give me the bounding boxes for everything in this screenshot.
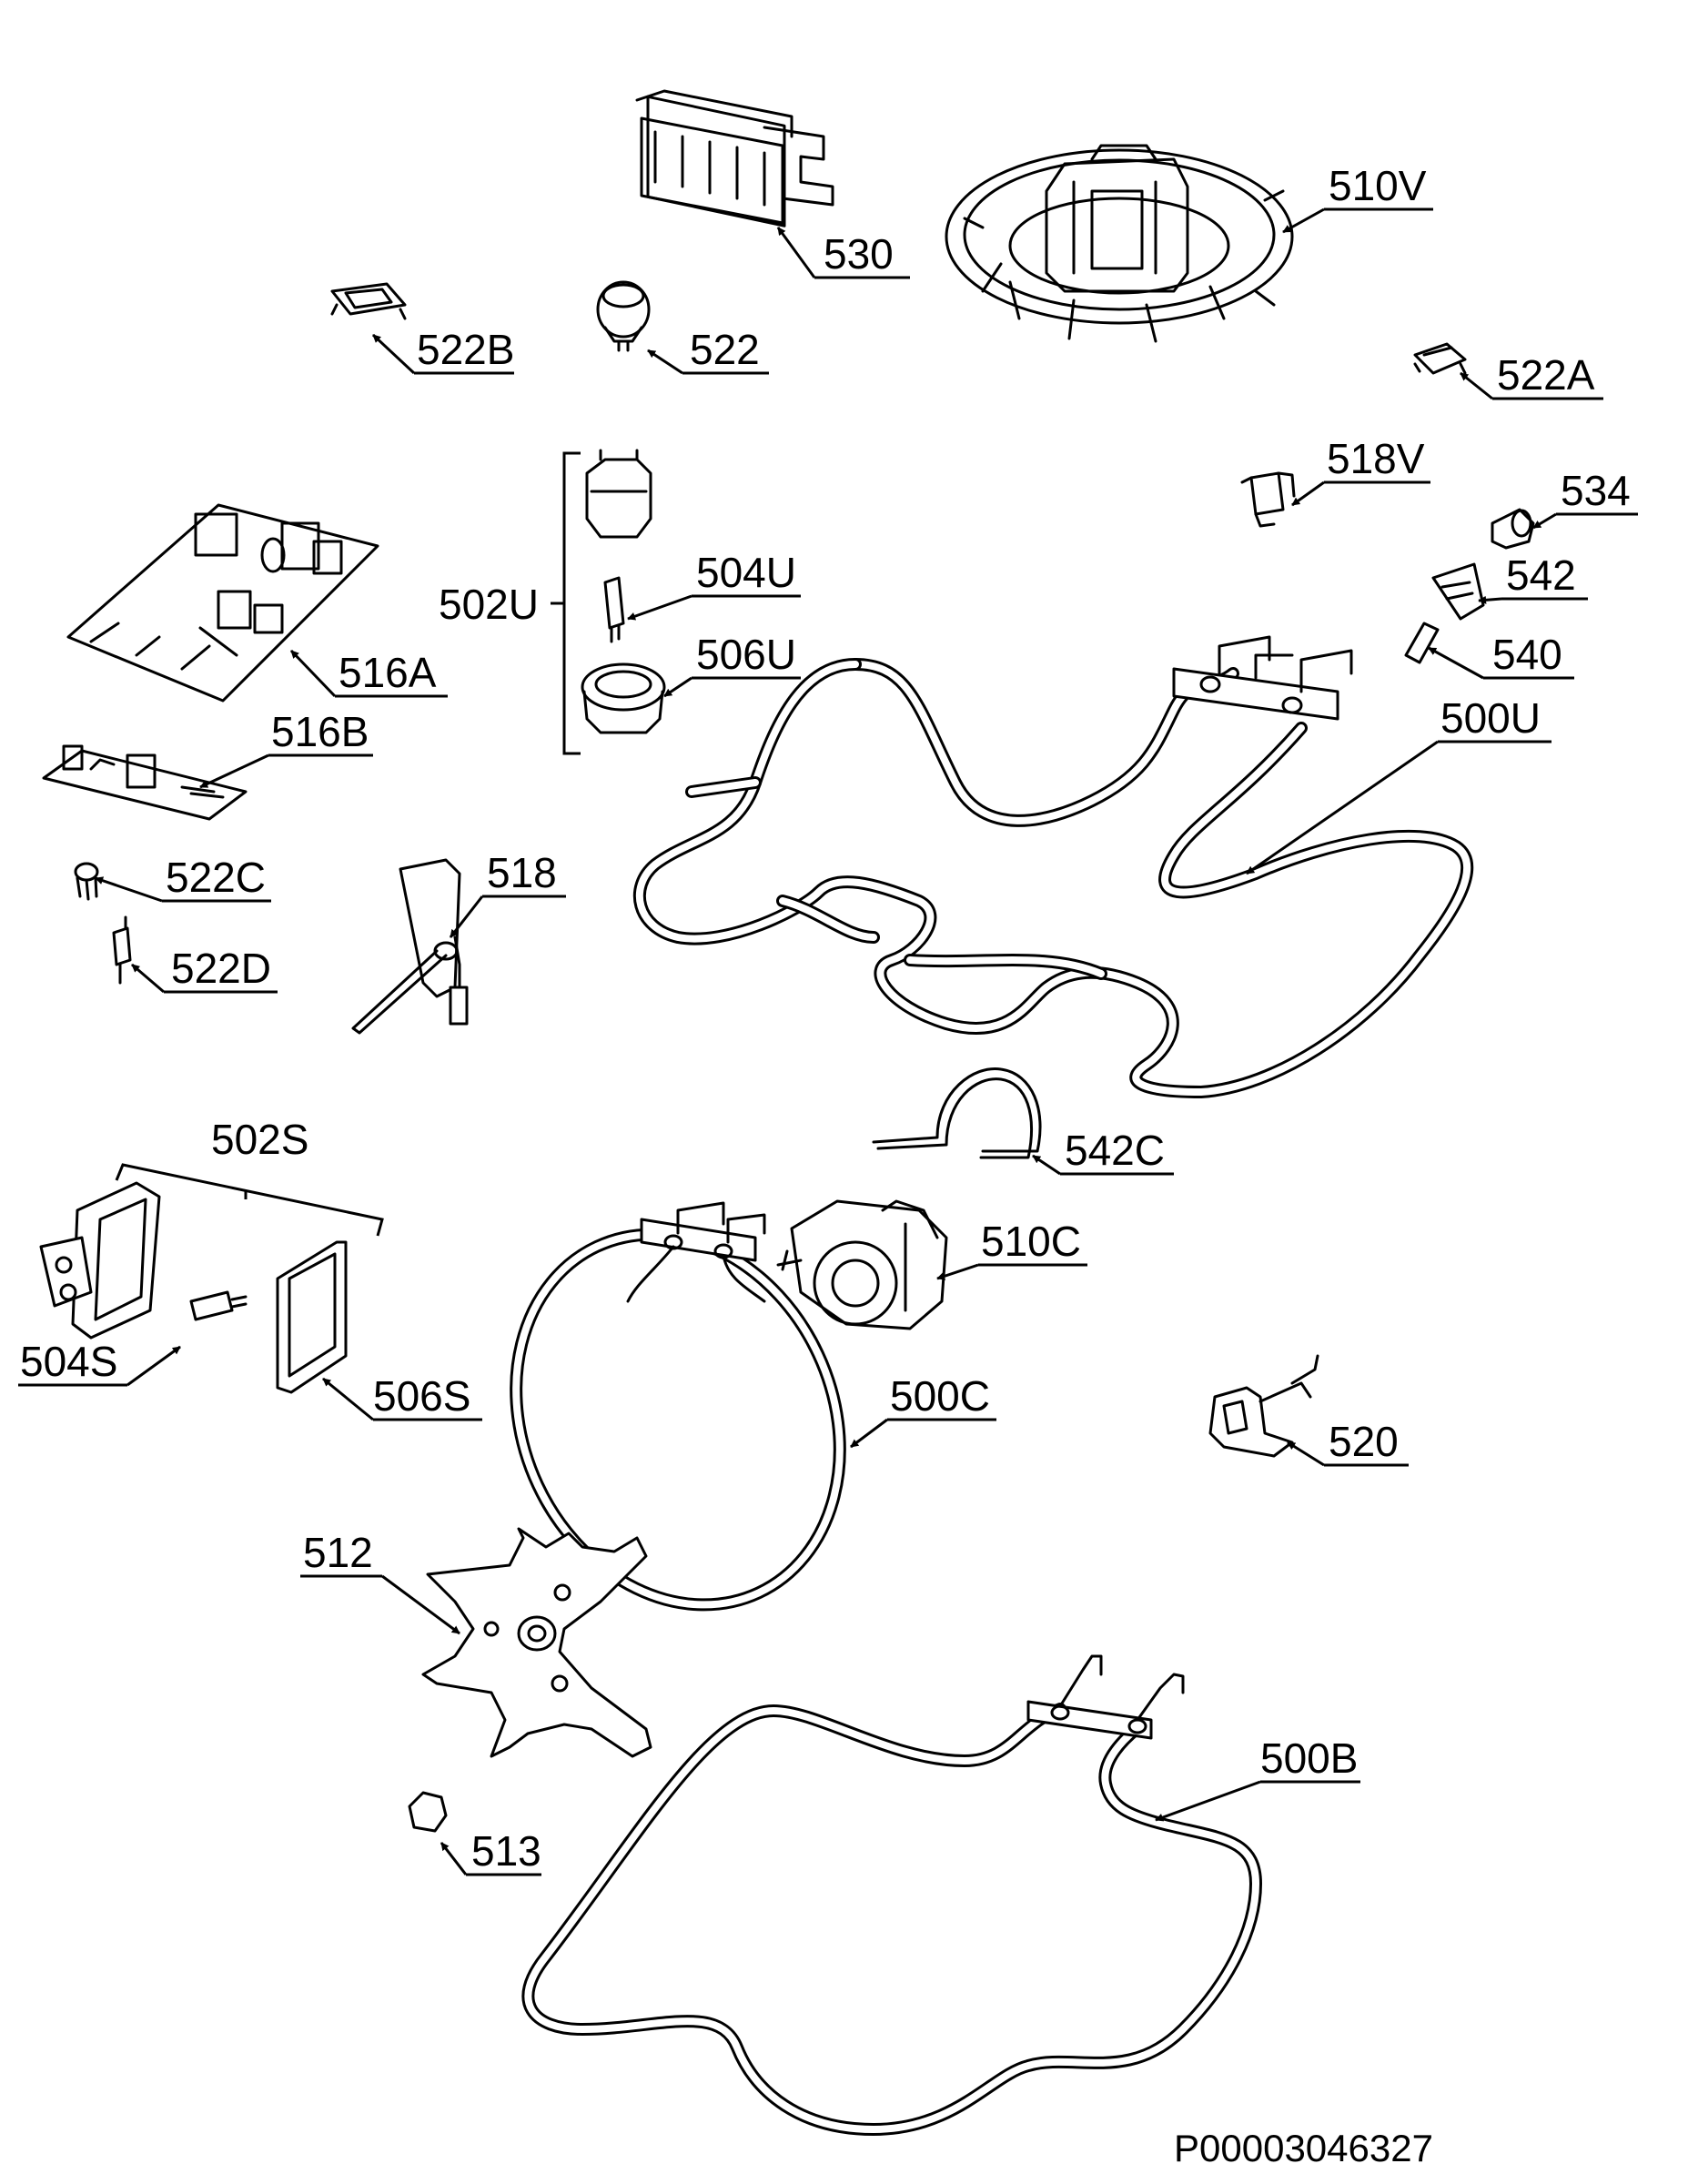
part-510C-motor xyxy=(776,1199,948,1330)
label-516A: 516A xyxy=(339,649,437,696)
part-500U-top-element xyxy=(632,635,1474,1098)
part-542C-clip xyxy=(872,1067,1042,1159)
document-id: P00003046327 xyxy=(1174,2127,1433,2169)
label-512: 512 xyxy=(303,1529,373,1576)
label-530: 530 xyxy=(824,230,894,278)
label-504S: 504S xyxy=(20,1338,117,1385)
label-520: 520 xyxy=(1329,1418,1399,1465)
label-502U: 502U xyxy=(439,581,539,628)
part-518-sensor xyxy=(351,858,469,1035)
part-522D-connector xyxy=(112,915,132,985)
part-502S-lamp-group xyxy=(39,1163,384,1394)
label-542C: 542C xyxy=(1065,1127,1165,1174)
part-540-cover xyxy=(1404,622,1440,664)
label-522: 522 xyxy=(690,326,760,373)
part-516A-board xyxy=(66,503,379,703)
part-530-terminal-block xyxy=(635,89,834,228)
label-500C: 500C xyxy=(890,1372,990,1420)
part-534-knob xyxy=(1491,508,1535,550)
part-510V-fan-motor xyxy=(945,144,1294,343)
part-518V-bracket xyxy=(1240,471,1296,528)
label-510V: 510V xyxy=(1329,162,1427,209)
part-513-nut xyxy=(408,1791,448,1833)
label-522C: 522C xyxy=(166,854,266,901)
part-502U-lamp-group xyxy=(551,449,666,755)
label-540: 540 xyxy=(1492,631,1562,678)
part-522A-clip xyxy=(1413,342,1467,375)
label-502S: 502S xyxy=(211,1116,308,1163)
label-513: 513 xyxy=(471,1827,541,1875)
label-522A: 522A xyxy=(1497,351,1595,399)
label-534: 534 xyxy=(1561,467,1631,514)
label-500B: 500B xyxy=(1260,1734,1358,1782)
label-522B: 522B xyxy=(417,326,514,373)
part-522-switch xyxy=(596,280,651,352)
label-506U: 506U xyxy=(696,631,796,678)
part-522C-pin xyxy=(74,862,99,901)
label-510C: 510C xyxy=(981,1218,1081,1265)
part-520-switch xyxy=(1208,1354,1319,1458)
part-500C-ring-element xyxy=(510,1201,846,1612)
label-522D: 522D xyxy=(171,945,271,992)
label-518V: 518V xyxy=(1327,435,1425,482)
label-506S: 506S xyxy=(373,1372,470,1420)
part-522B-clip xyxy=(330,282,407,320)
label-500U: 500U xyxy=(1440,694,1541,742)
part-542-lens xyxy=(1431,562,1485,621)
part-500B-bottom-element xyxy=(521,1654,1262,2136)
label-518: 518 xyxy=(487,849,557,896)
part-516B-board xyxy=(42,744,248,821)
label-542: 542 xyxy=(1506,551,1576,599)
label-516B: 516B xyxy=(271,708,369,755)
part-512-fan-blade xyxy=(421,1527,652,1758)
label-504U: 504U xyxy=(696,549,796,596)
